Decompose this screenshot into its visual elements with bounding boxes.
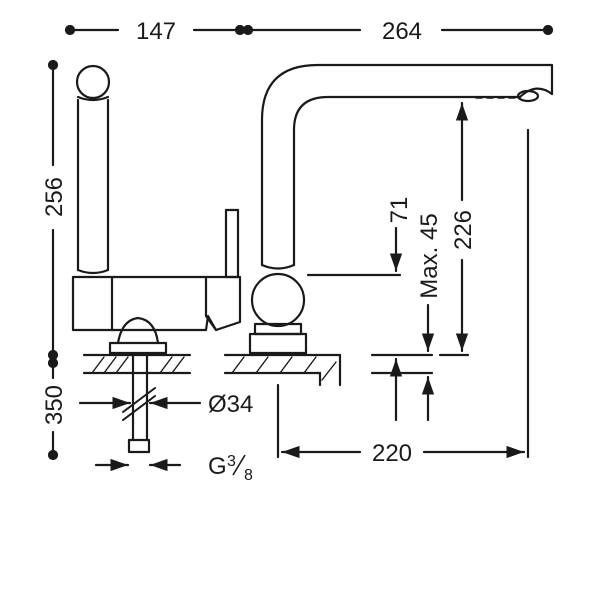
reach-dimension-220 xyxy=(276,128,530,459)
thickness-dimension xyxy=(370,303,435,422)
dim-label-71: 71 xyxy=(386,197,413,224)
lever-dimension-71 xyxy=(306,226,403,277)
dim-label-350: 350 xyxy=(41,385,68,425)
dim-label-226: 226 xyxy=(450,210,477,250)
dim-label-diameter: Ø34 xyxy=(208,391,253,418)
front-view-faucet xyxy=(248,63,554,355)
countertop-right xyxy=(223,353,342,387)
top-dimension-147 xyxy=(64,24,246,36)
thread-prefix: G xyxy=(208,453,227,480)
dim-label-264: 264 xyxy=(382,18,422,45)
dim-label-220: 220 xyxy=(372,440,412,467)
left-dimension-256 xyxy=(47,59,59,361)
dim-label-256: 256 xyxy=(41,177,68,217)
dim-label-max45: Max. 45 xyxy=(416,213,443,298)
side-view-faucet xyxy=(71,64,242,355)
thread-numerator: 3 xyxy=(227,453,236,470)
thread-denominator: 8 xyxy=(244,467,253,484)
countertop-left xyxy=(82,353,192,375)
top-dimension-264 xyxy=(242,24,554,36)
dim-label-147: 147 xyxy=(136,18,176,45)
spout-height-dimension xyxy=(438,101,470,357)
dim-label-thread: G 3 8 xyxy=(208,453,253,484)
left-dimension-350 xyxy=(47,357,59,461)
